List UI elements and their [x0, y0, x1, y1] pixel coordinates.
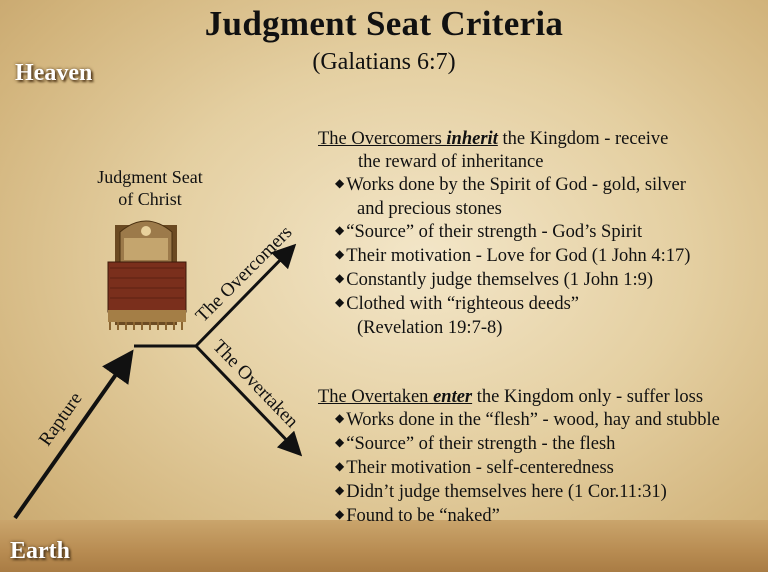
bullet-diamond-icon: ◆ [335, 223, 345, 237]
overcomers-heading-post: the Kingdom - receive [497, 129, 669, 149]
heaven-label: Heaven [15, 60, 93, 86]
list-item: ◆Found to be “naked” [335, 506, 500, 526]
overcomers-heading-pre: The Overcomers [318, 129, 447, 149]
throne-icon [107, 220, 187, 330]
rapture-arrow-label: Rapture [35, 389, 87, 450]
page-title: Judgment Seat Criteria [204, 4, 564, 43]
overtaken-heading-pre: The Overtaken [318, 387, 434, 407]
list-item: ◆Constantly judge themselves (1 John 1:9… [335, 270, 653, 290]
judgment-seat-label: Judgment Seat of Christ [80, 166, 220, 210]
overtaken-heading-em: enter [433, 387, 473, 407]
bullet-diamond-icon: ◆ [335, 507, 345, 521]
list-item-continuation: and precious stones [357, 199, 502, 219]
page-subtitle: (Galatians 6:7) [312, 49, 456, 75]
bullet-diamond-icon: ◆ [335, 435, 345, 449]
overcomers-bullets: ◆Works done by the Spirit of God - gold,… [335, 174, 690, 340]
bullet-diamond-icon: ◆ [335, 411, 345, 425]
bullet-diamond-icon: ◆ [335, 271, 345, 285]
seat-label-line1: Judgment Seat [97, 167, 203, 187]
earth-ground-band [0, 520, 768, 572]
overcomers-arrow-label: The Overcomers [192, 222, 297, 327]
earth-label: Earth [10, 538, 70, 564]
list-item: ◆Didn’t judge themselves here (1 Cor.11:… [335, 482, 667, 502]
bullet-diamond-icon: ◆ [335, 247, 345, 261]
bullet-diamond-icon: ◆ [335, 483, 345, 497]
overtaken-heading-post: the Kingdom only - suffer loss [472, 387, 704, 407]
rapture-arrow [13, 349, 134, 520]
seat-label-line2: of Christ [118, 189, 182, 209]
list-item: ◆Works done by the Spirit of God - gold,… [335, 175, 686, 195]
overtaken-arrow [194, 344, 303, 457]
list-item: ◆Works done in the “flesh” - wood, hay a… [335, 410, 720, 430]
list-item: ◆“Source” of their strength - the flesh [335, 434, 616, 454]
overcomers-heading: The Overcomers inherit the Kingdom - rec… [318, 128, 668, 174]
overcomers-arrow [194, 243, 297, 348]
list-item: ◆“Source” of their strength - God’s Spir… [335, 222, 643, 242]
list-item: ◆Their motivation - Love for God (1 John… [335, 246, 691, 266]
overcomers-heading-em: inherit [446, 129, 498, 149]
bullet-diamond-icon: ◆ [335, 176, 345, 190]
bullet-diamond-icon: ◆ [335, 295, 345, 309]
list-item: ◆Clothed with “righteous deeds” [335, 294, 579, 314]
list-item-continuation: (Revelation 19:7-8) [357, 318, 503, 338]
list-item: ◆Their motivation - self-centeredness [335, 458, 614, 478]
overtaken-heading: The Overtaken enter the Kingdom only - s… [318, 386, 703, 409]
overtaken-bullets: ◆Works done in the “flesh” - wood, hay a… [335, 409, 720, 529]
overtaken-arrow-label: The Overtaken [208, 336, 302, 433]
overcomers-heading-line2: the reward of inheritance [358, 152, 544, 172]
bullet-diamond-icon: ◆ [335, 459, 345, 473]
